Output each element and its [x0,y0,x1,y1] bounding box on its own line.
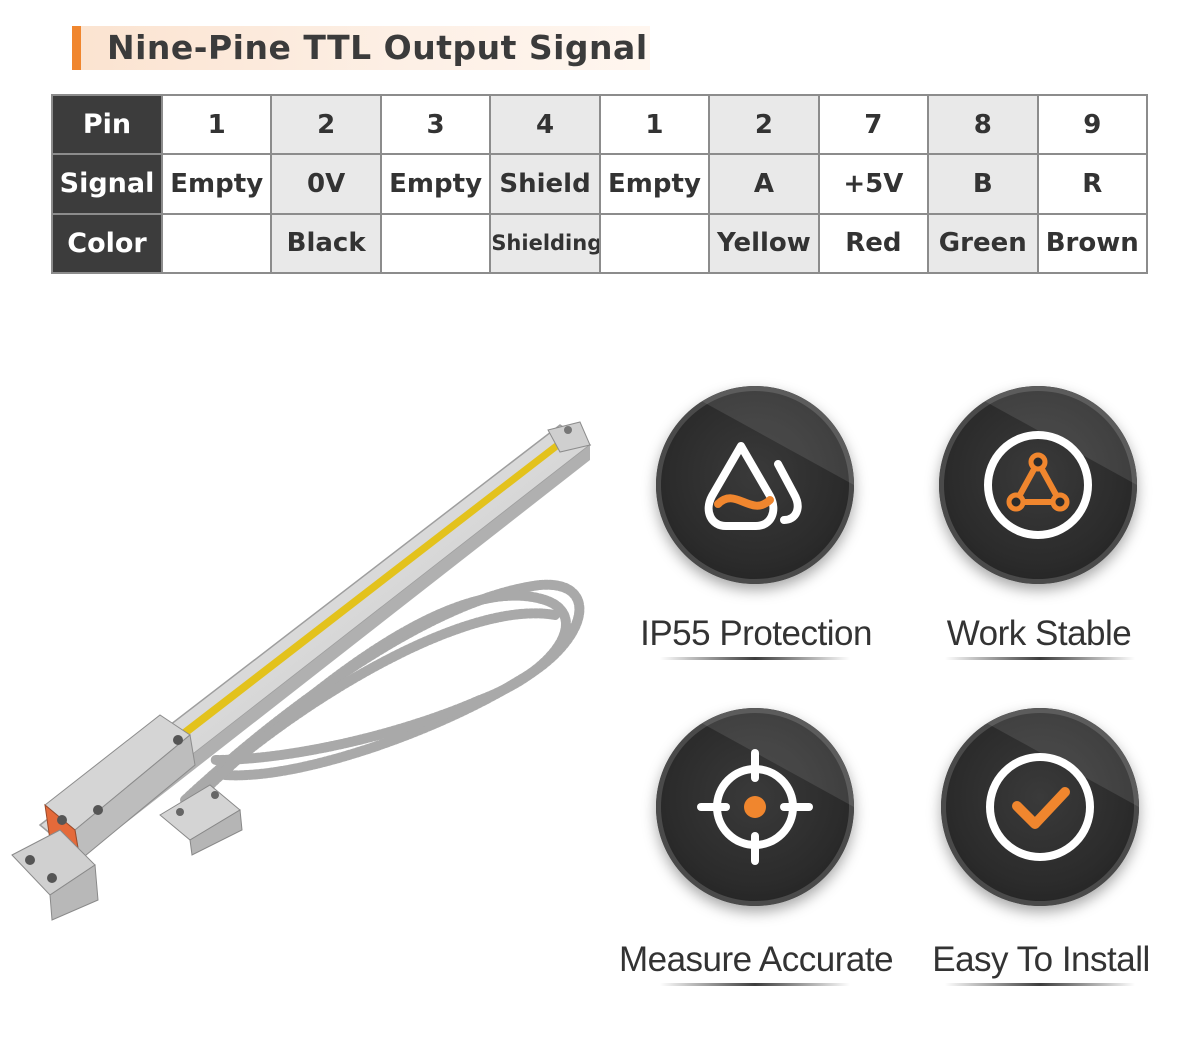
feature-underline [660,983,850,986]
page-title: Nine-Pine TTL Output Signal [107,28,648,67]
color-cell [160,212,273,275]
pin-cell: 9 [1036,93,1148,156]
color-cell: Brown [1036,212,1148,275]
feature-underline [660,657,850,660]
signal-cell: A [708,153,820,215]
signal-cell: Empty [160,153,273,215]
row-header-color: Color [51,212,163,275]
triangle-nodes-icon [939,386,1137,584]
pin-cell: 2 [270,93,382,156]
feature-label: IP55 Protection [640,614,872,653]
feature-label: Measure Accurate [618,940,894,979]
feature-underline [945,657,1135,660]
crosshair-target-icon [656,708,854,906]
color-cell: Shielding [489,212,601,275]
color-cell: Red [817,212,930,275]
checkmark-icon [941,708,1139,906]
color-cell: Green [927,212,1039,275]
pin-cell: 1 [160,93,273,156]
color-cell [598,212,711,275]
signal-cell: Shield [489,153,601,215]
pin-cell: 8 [927,93,1039,156]
signal-cell: Empty [598,153,711,215]
color-cell: Yellow [708,212,820,275]
signal-cell: +5V [817,153,930,215]
signal-cell: 0V [270,153,382,215]
linear-scale-product-image [11,421,592,921]
row-header-pin: Pin [51,93,163,156]
signal-cell: R [1036,153,1148,215]
row-header-signal: Signal [51,153,163,215]
pin-row: Pin 1 2 3 4 1 2 7 8 9 [51,93,1148,156]
pin-cell: 7 [817,93,930,156]
pin-cell: 1 [598,93,711,156]
water-drops-icon [656,386,854,584]
signal-cell: B [927,153,1039,215]
feature-label: Easy To Install [932,940,1150,979]
title-accent-bar [72,26,81,70]
pin-cell: 4 [489,93,601,156]
signal-cell: Empty [379,153,492,215]
color-row: Color Black Shielding Yellow Red Green B… [51,212,1148,275]
pin-cell: 3 [379,93,492,156]
pin-table: Pin 1 2 3 4 1 2 7 8 9 Signal Empty 0V Em… [51,93,1148,275]
signal-row: Signal Empty 0V Empty Shield Empty A +5V… [51,153,1148,215]
feature-underline [945,983,1135,986]
color-cell [379,212,492,275]
color-cell: Black [270,212,382,275]
pin-cell: 2 [708,93,820,156]
section-title-banner: Nine-Pine TTL Output Signal [72,26,650,70]
feature-label: Work Stable [946,614,1132,653]
